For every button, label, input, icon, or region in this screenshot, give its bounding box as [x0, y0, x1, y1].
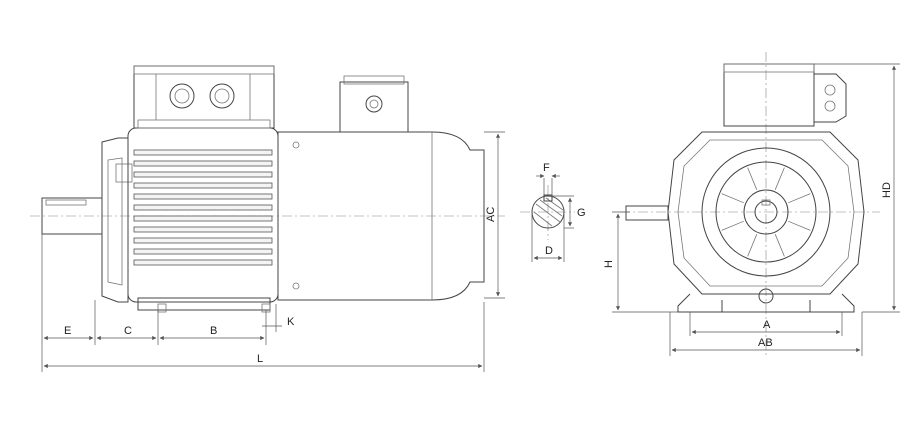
auxiliary-box [339, 81, 409, 133]
end-shield-rib [774, 167, 785, 190]
cooling-fin [133, 204, 273, 211]
end-shield-rib [788, 220, 811, 231]
cooling-fin [133, 226, 273, 233]
aux-gland [365, 95, 383, 113]
front-gland-housing [813, 73, 847, 123]
front-terminal-box [723, 63, 815, 127]
end-shield-rib [721, 193, 744, 204]
end-shield-rib [747, 234, 758, 257]
bearing-boss [743, 189, 789, 235]
front-shaft-end [754, 200, 778, 224]
label-f: F [543, 162, 550, 174]
cooling-fin [133, 193, 273, 200]
cooling-fin [133, 171, 273, 178]
cooling-fin [133, 182, 273, 189]
end-shield-rib [788, 193, 811, 204]
end-shield-ribs [721, 167, 811, 257]
front-housing [667, 131, 865, 295]
cooling-fin [133, 149, 273, 156]
end-shield-rib [774, 234, 785, 257]
label-ac: AC [485, 207, 497, 222]
label-h: H [603, 260, 615, 268]
shaft-circle [531, 195, 565, 229]
label-l: L [257, 353, 263, 365]
fan-cover [277, 131, 485, 301]
cooling-fin [133, 237, 273, 244]
cooling-fins [133, 149, 273, 266]
terminal-box [133, 65, 275, 129]
front-end-shield [101, 137, 129, 303]
drain-hole [758, 288, 774, 304]
shaft-section-view: F G D [520, 162, 586, 262]
side-view: E C B K L AC [30, 65, 505, 372]
end-shield-outer [701, 147, 831, 277]
label-c: C [124, 325, 132, 337]
front-view: H A AB HD [603, 52, 900, 356]
label-b: B [210, 325, 217, 337]
label-g: G [577, 207, 586, 219]
label-d: D [545, 245, 553, 257]
front-shaft [625, 205, 669, 221]
end-shield-inner [715, 161, 817, 263]
key-slot [543, 194, 553, 202]
shaft-key [45, 199, 87, 206]
cooling-fin [133, 215, 273, 222]
cable-gland-1 [169, 83, 195, 109]
cable-gland-2 [209, 83, 235, 109]
end-shield-rib [721, 220, 744, 231]
label-hd: HD [881, 182, 893, 198]
cooling-fin [133, 248, 273, 255]
cooling-fin [133, 259, 273, 266]
label-k: K [287, 316, 295, 328]
end-shield-rib [747, 167, 758, 190]
cooling-fin [133, 160, 273, 167]
label-e: E [64, 325, 71, 337]
label-ab: AB [758, 337, 773, 349]
label-a: A [763, 319, 771, 331]
